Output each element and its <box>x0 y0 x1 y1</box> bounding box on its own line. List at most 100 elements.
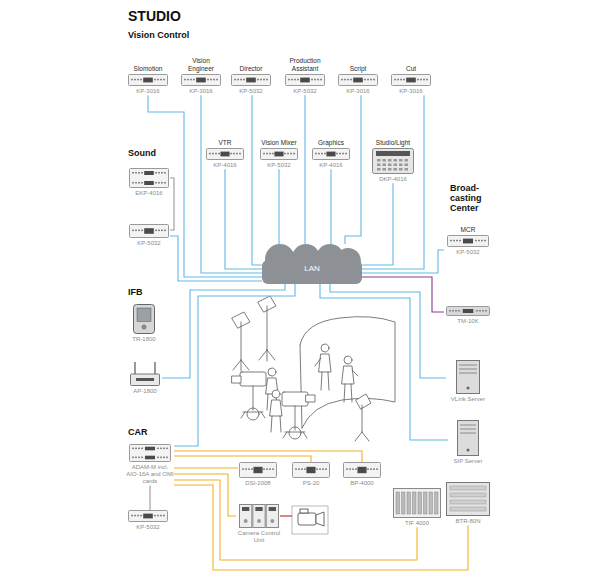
connector-line <box>252 95 262 265</box>
lan-cloud <box>262 244 362 284</box>
connector-line <box>174 485 468 570</box>
connector-line <box>201 95 262 273</box>
section-heading: Vision Control <box>128 31 189 41</box>
connector-line <box>225 169 262 269</box>
connector-line <box>362 95 424 269</box>
connector-line <box>174 451 362 462</box>
model-label: KP-4016 <box>312 162 350 169</box>
camera-pedestal <box>232 372 266 420</box>
device-picture <box>129 168 169 188</box>
device-graphic <box>391 74 431 86</box>
model-label: ADAM-M incl. AIO-16A and OMI cards <box>126 464 174 486</box>
model-label: BP-4000 <box>342 480 382 487</box>
device-graphic <box>239 462 277 478</box>
device-picture <box>338 74 378 86</box>
device-graphic <box>130 362 160 386</box>
device-graphic <box>343 462 381 478</box>
model-label: TIF 4000 <box>392 520 442 527</box>
studio-light <box>355 394 371 441</box>
device-picture <box>292 462 330 478</box>
device-picture <box>260 148 298 160</box>
model-label: PS-20 <box>291 480 331 487</box>
device-node: SIP Server <box>448 420 488 465</box>
device-picture <box>393 488 441 518</box>
person <box>342 356 358 402</box>
connector-line <box>174 284 295 446</box>
connector-line <box>170 178 174 230</box>
device-node: TIF 4000 <box>392 488 442 527</box>
device-node: ADAM-M incl. AIO-16A and OMI cards <box>126 444 174 486</box>
model-label: KP-4016 <box>206 162 244 169</box>
model-label: KP-5032 <box>229 88 273 95</box>
device-graphic <box>260 148 298 160</box>
model-label: SIP Server <box>448 458 488 465</box>
diagram-title: STUDIO <box>128 8 181 24</box>
device-graphic <box>446 306 490 316</box>
device-picture <box>457 420 479 456</box>
device-node: Vision MixerKP-5032 <box>260 130 298 169</box>
device-picture <box>206 148 244 160</box>
connector-line <box>304 95 305 244</box>
device-picture <box>446 482 490 516</box>
person <box>315 344 331 390</box>
device-picture <box>343 462 381 478</box>
device-picture <box>312 148 350 160</box>
device-node: Vision EngineerKP-3016 <box>179 56 223 95</box>
device-graphic <box>129 224 169 238</box>
model-label: KP-3016 <box>389 88 433 95</box>
model-label: BTR-80N <box>445 518 491 525</box>
device-node: GraphicsKP-4016 <box>312 130 350 169</box>
device-picture <box>133 304 155 334</box>
connector-line <box>149 486 150 510</box>
model-label: KP-3016 <box>336 88 380 95</box>
device-picture <box>128 74 168 86</box>
model-label: EKP-4016 <box>128 190 170 197</box>
device-graphic <box>393 488 441 518</box>
device-picture <box>231 74 271 86</box>
device-node: EKP-4016 <box>128 168 170 197</box>
device-node: BP-4000 <box>342 462 382 487</box>
device-picture <box>372 148 414 174</box>
device-graphic <box>129 168 169 188</box>
device-picture <box>447 235 489 247</box>
model-label: AP-1800 <box>128 388 162 395</box>
device-node: PS-20 <box>291 462 331 487</box>
studio-light <box>258 296 276 361</box>
device-node: CutKP-3016 <box>389 56 433 95</box>
device-picture <box>129 224 169 238</box>
device-graphic <box>372 148 414 174</box>
model-label: DSI-2008 <box>238 480 278 487</box>
device-node: Production AssistantKP-5032 <box>283 56 327 95</box>
device-graphic <box>338 74 378 86</box>
video-cable <box>280 515 292 516</box>
device-node: AP-1800 <box>128 362 162 395</box>
connector-line <box>174 480 417 560</box>
model-label: DKP-4016 <box>372 176 414 183</box>
video-camera <box>292 506 328 534</box>
device-graphic <box>292 462 330 478</box>
device-graphic <box>457 420 479 456</box>
device-graphic <box>239 504 279 528</box>
device-node: ScriptKP-3016 <box>336 56 380 95</box>
section-heading: IFB <box>128 288 143 298</box>
role-heading: VTR <box>206 130 244 146</box>
role-heading: Script <box>336 56 380 72</box>
model-label: Camera Control Unit <box>236 530 282 544</box>
device-node: MCRKP-5032 <box>444 224 492 256</box>
model-label: KP-5032 <box>444 249 492 256</box>
device-picture <box>285 74 325 86</box>
device-graphic <box>231 74 271 86</box>
model-label: KP-5032 <box>128 240 170 247</box>
device-node: SlomotionKP-3016 <box>126 56 170 95</box>
section-heading: CAR <box>128 428 148 438</box>
device-graphic <box>181 74 221 86</box>
device-node: TR-1800 <box>128 304 160 343</box>
role-heading: Studio/Light <box>372 130 414 146</box>
device-graphic <box>446 482 490 516</box>
connector-line <box>174 456 311 462</box>
role-heading: Vision Engineer <box>179 56 223 72</box>
device-picture <box>456 360 480 394</box>
device-picture <box>239 462 277 478</box>
connector-line <box>345 95 361 244</box>
device-picture <box>262 244 362 284</box>
